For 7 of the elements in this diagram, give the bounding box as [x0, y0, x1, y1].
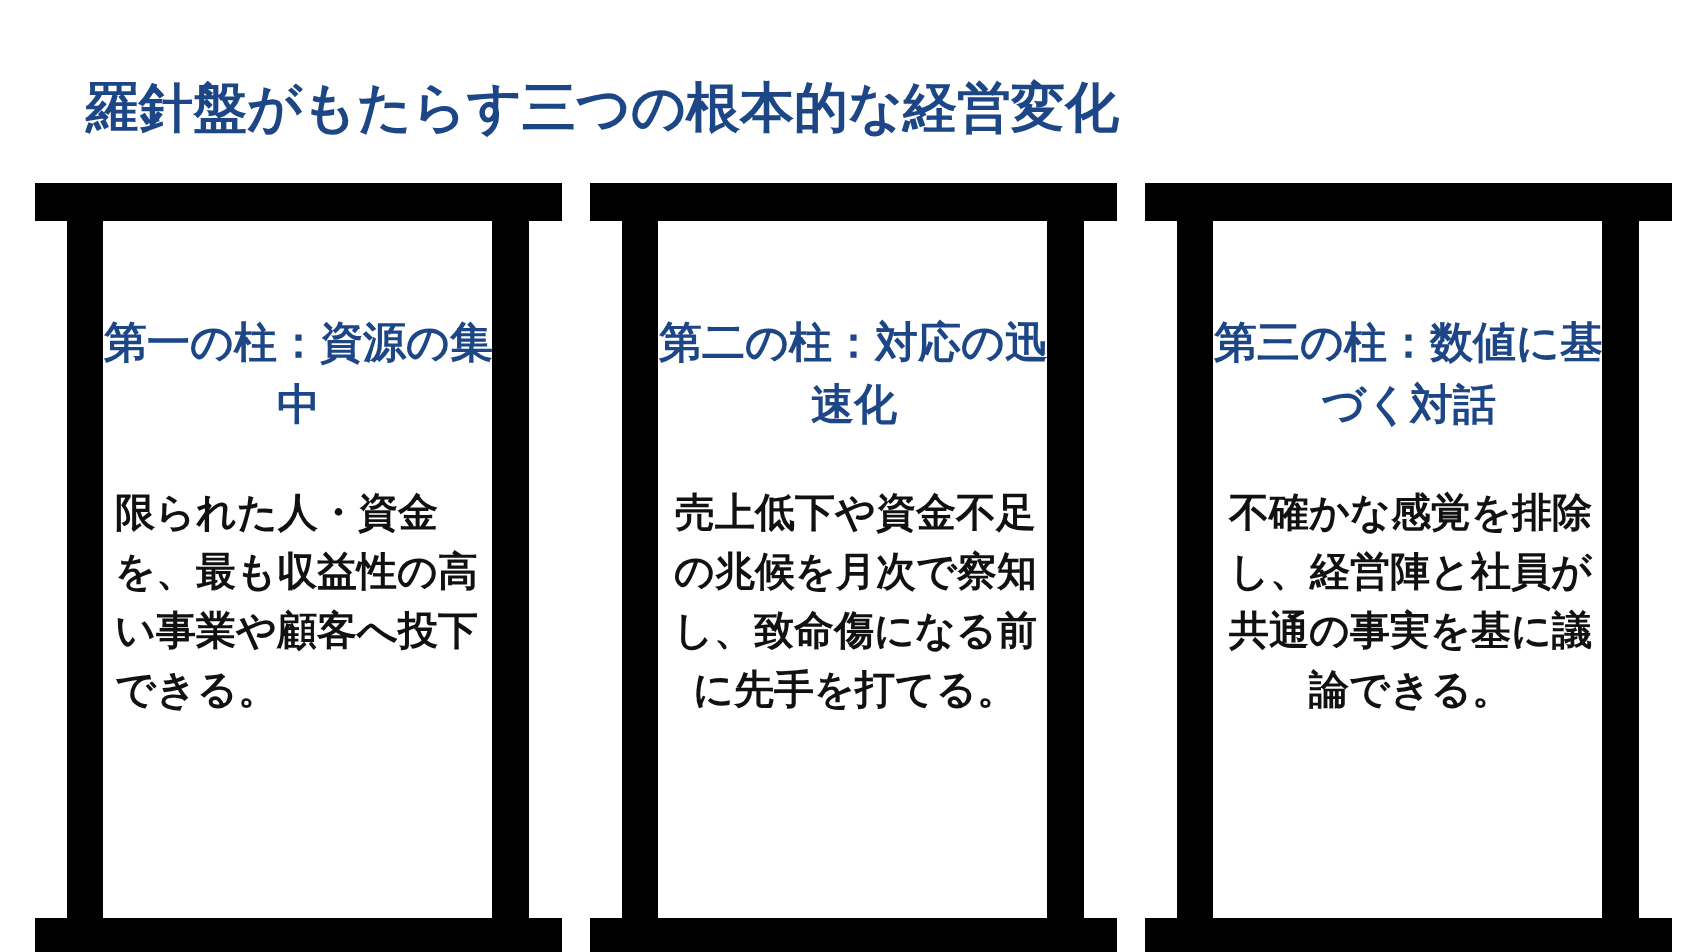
- pillar-heading: 第一の柱：資源の集中: [103, 316, 494, 431]
- pillar-description: 売上低下や資金不足の兆候を月次で察知し、致命傷になる前に先手を打てる。: [672, 488, 1038, 714]
- pillar-description: 不確かな感覚を排除し、経営陣と社員が共通の事実を基に議論できる。: [1227, 488, 1593, 714]
- pillar-heading: 第三の柱：数値に基づく対話: [1213, 316, 1604, 431]
- title: 羅針盤がもたらす三つの根本的な経営変化: [85, 75, 1119, 141]
- pillar-heading: 第二の柱：対応の迅速化: [658, 316, 1049, 431]
- pillar-description: 限られた人・資金を、最も収益性の高い事業や顧客へ投下できる。: [115, 488, 479, 714]
